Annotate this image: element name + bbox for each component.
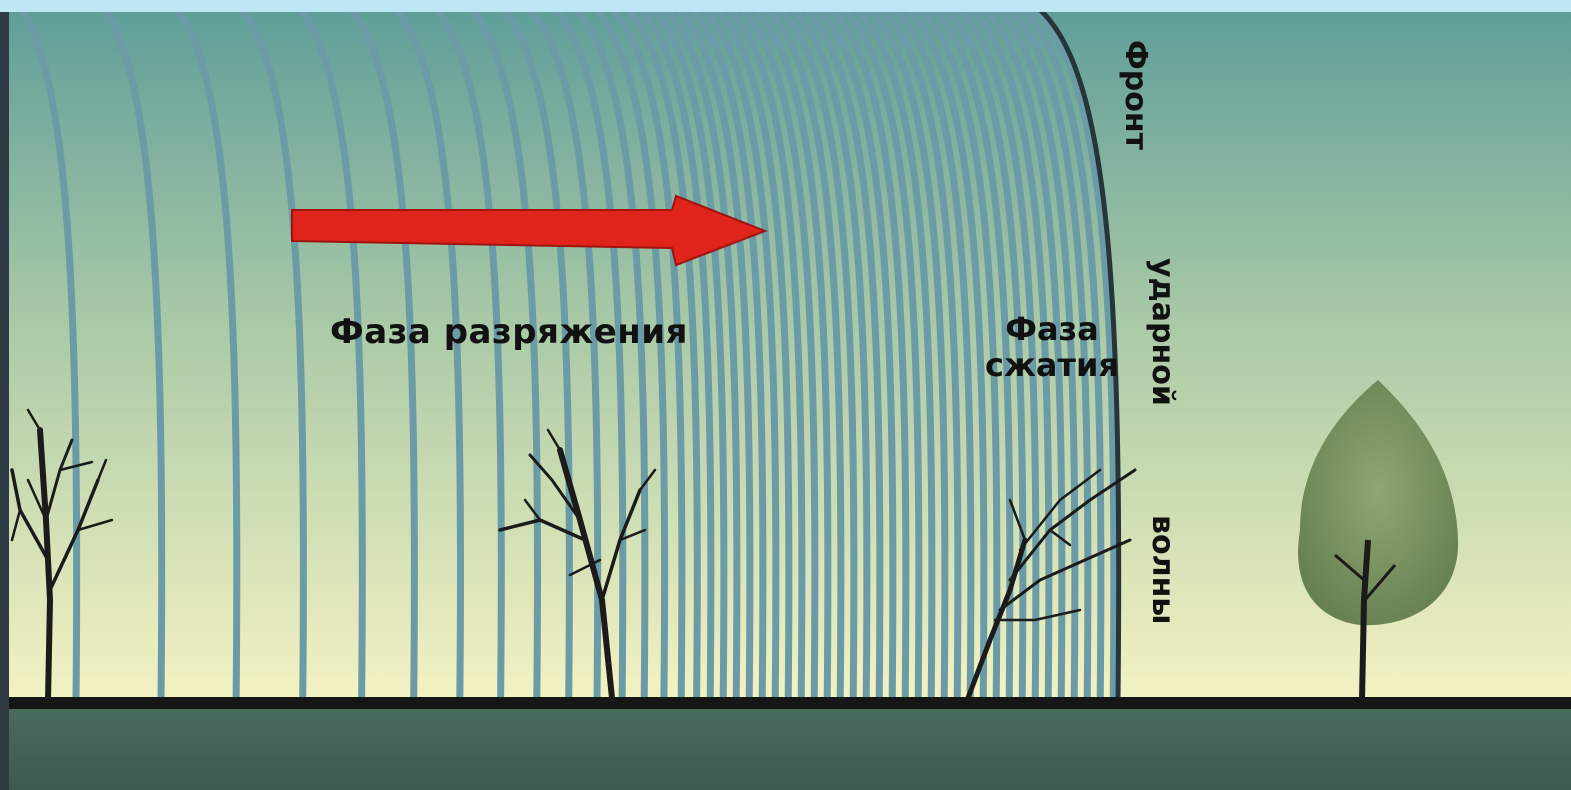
shock-front-label-word2: ударной — [1145, 258, 1180, 406]
ground-surface — [0, 705, 1571, 790]
rarefaction-phase-label: Фаза разряжения — [330, 312, 688, 352]
shock-front-label-word3: волны — [1145, 515, 1180, 624]
compression-phase-label: Фаза сжатия — [985, 312, 1119, 384]
compression-phase-line2: сжатия — [985, 348, 1119, 384]
left-frame-border — [0, 12, 9, 790]
compression-phase-line1: Фаза — [985, 312, 1119, 348]
top-border-strip — [0, 0, 1571, 12]
shock-front-label-word1: Фронт — [1118, 40, 1153, 150]
